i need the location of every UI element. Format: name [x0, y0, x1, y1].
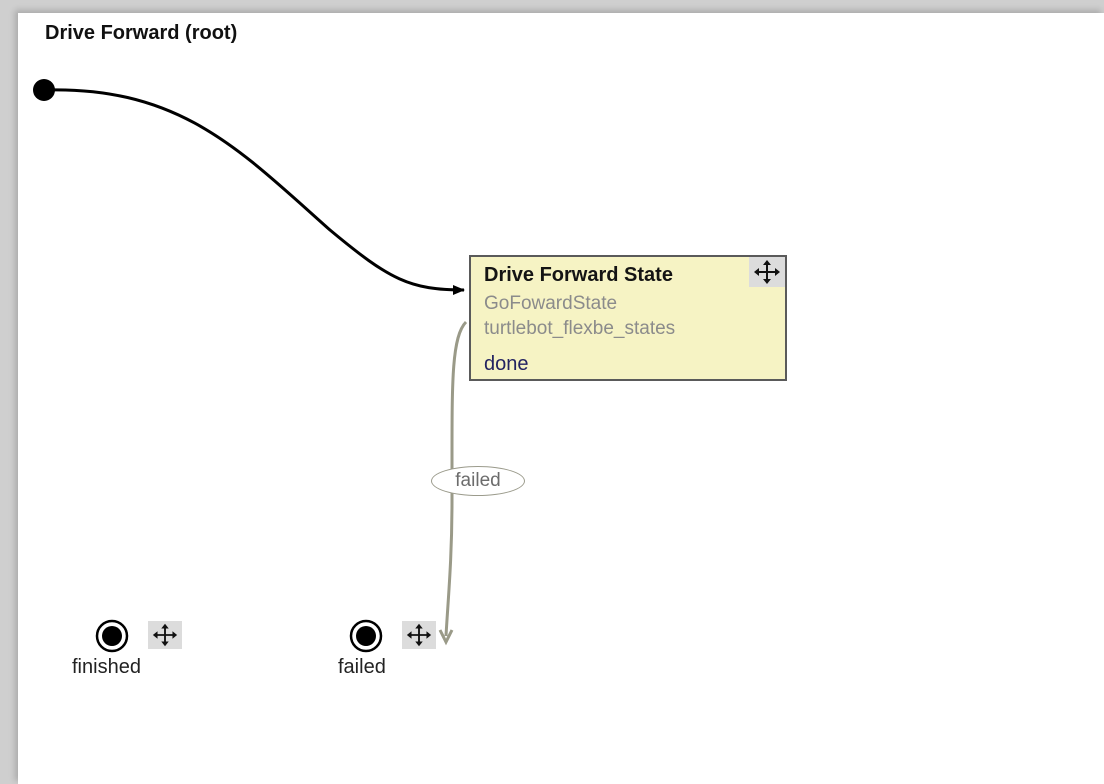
bullseye-icon — [95, 619, 129, 653]
container-title: Drive Forward (root) — [45, 22, 238, 44]
outcome-label-failed: failed — [338, 656, 386, 678]
state-name: Drive Forward State — [484, 264, 673, 286]
move-arrows-icon[interactable] — [749, 257, 785, 287]
state-class: GoFowardState — [484, 293, 618, 314]
failed-transition-arrowhead — [438, 629, 454, 646]
failed-outcome-node[interactable] — [348, 619, 384, 655]
move-arrows-icon[interactable] — [148, 621, 182, 649]
transition-label-failed[interactable]: failed — [431, 466, 525, 496]
state-package: turtlebot_flexbe_states — [484, 318, 676, 339]
finished-outcome-node[interactable] — [94, 619, 130, 655]
outcome-label-finished: finished — [72, 656, 141, 678]
state-node[interactable]: Drive Forward State GoFowardState turtle… — [469, 255, 787, 381]
initial-transition-edge[interactable] — [43, 88, 465, 295]
state-outcome-done[interactable]: done — [484, 353, 529, 375]
state-machine-canvas — [18, 13, 1104, 784]
move-arrows-icon[interactable] — [402, 621, 436, 649]
bullseye-icon — [349, 619, 383, 653]
